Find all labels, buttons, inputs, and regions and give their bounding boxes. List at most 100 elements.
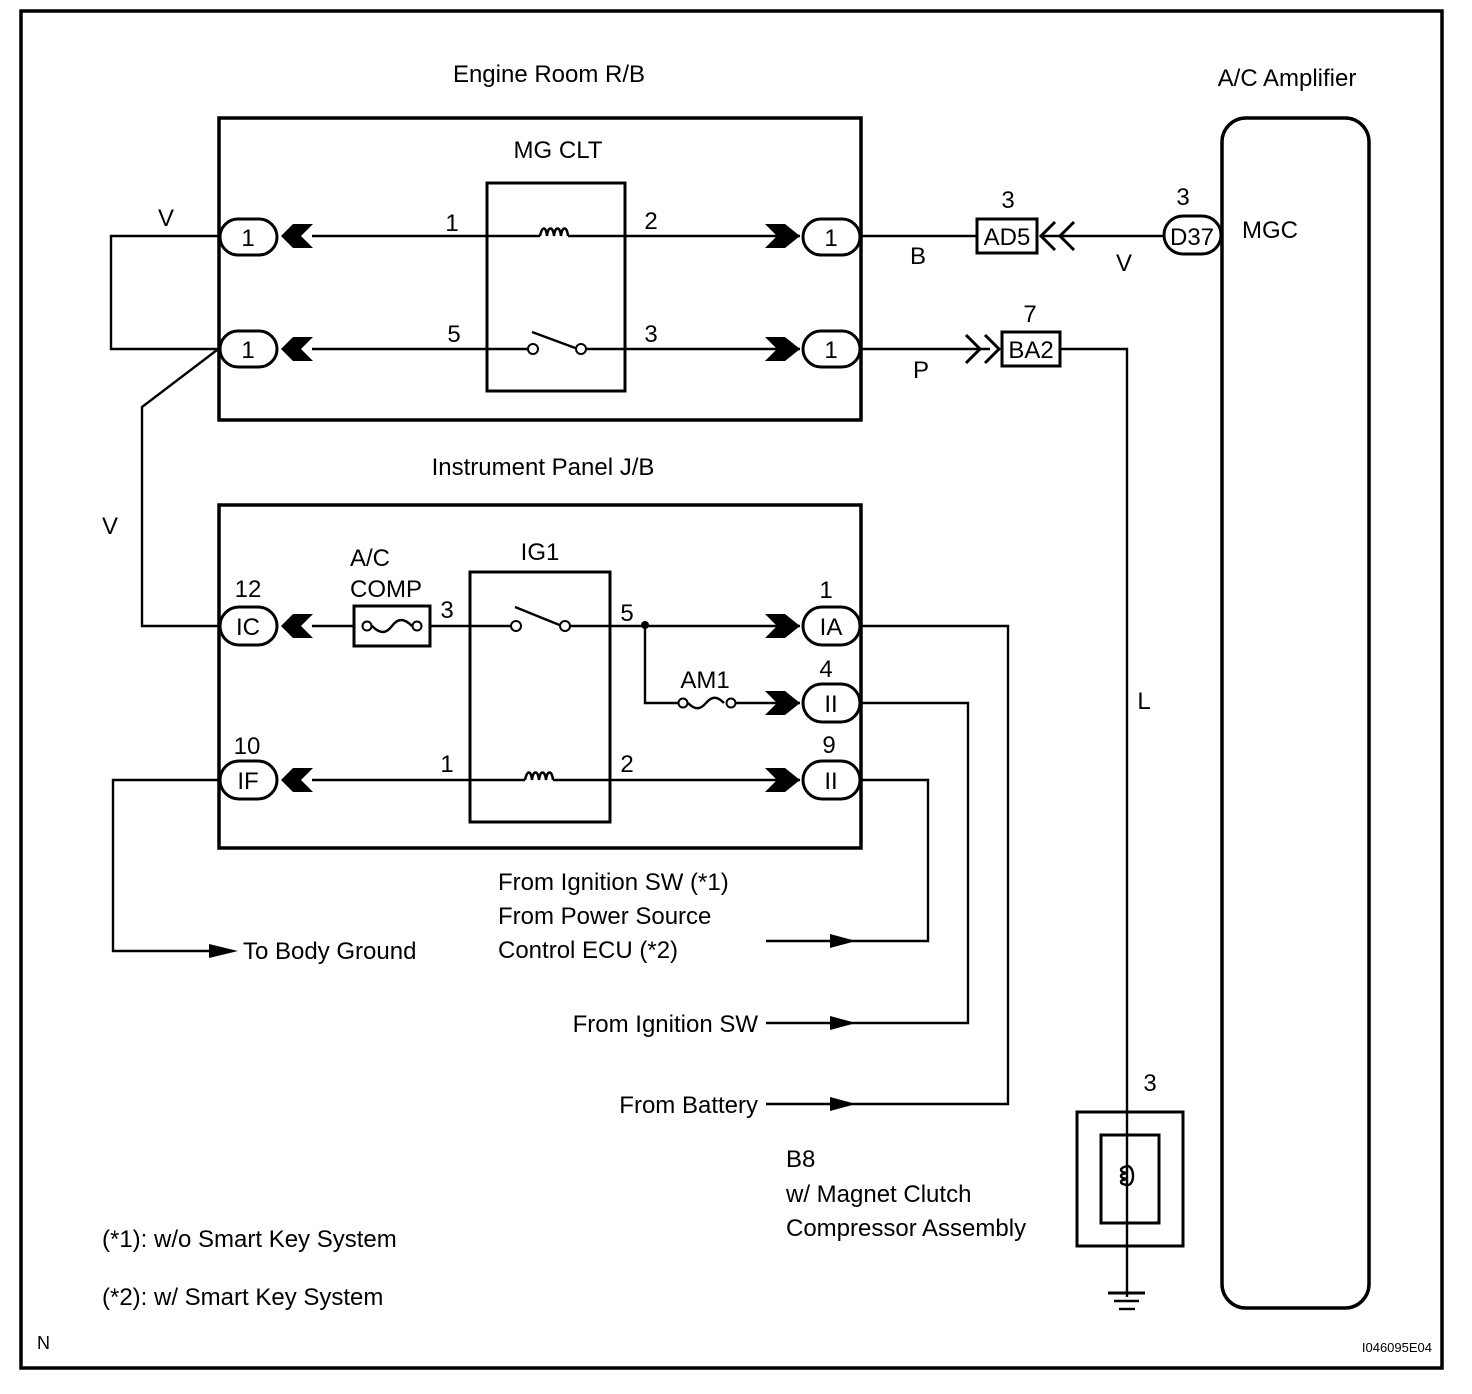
ac-amplifier-box xyxy=(1220,116,1371,1310)
figure-id: I046095E04 xyxy=(1362,1340,1432,1355)
connector-if-pin: 10 xyxy=(234,733,261,760)
source-ignition-sw: From Ignition SW xyxy=(573,1011,759,1038)
connector-if xyxy=(218,759,279,801)
connector-d37-pin: 3 xyxy=(1176,184,1189,211)
female-terminal-icon xyxy=(281,337,313,361)
connector-er-left-bottom-label: 1 xyxy=(241,337,254,364)
wire-left-loop xyxy=(109,234,219,351)
female-terminal-icon xyxy=(281,614,313,638)
mg-clt-relay-box xyxy=(485,181,627,393)
arrow-right-icon xyxy=(830,934,856,948)
source-ignition-or-psecu-2: From Power Source xyxy=(498,903,711,930)
mg-clt-coil-icon xyxy=(538,227,570,237)
b8-description-1: w/ Magnet Clutch xyxy=(785,1181,971,1208)
wire-left-vertical xyxy=(140,349,219,628)
mg-clt-switch-blade xyxy=(531,330,579,351)
connector-ad5-label: AD5 xyxy=(984,224,1031,251)
wire-ba2-to-b8 xyxy=(1060,347,1129,1297)
connector-ic-label: IC xyxy=(236,614,260,641)
b8-pin: 3 xyxy=(1143,1070,1156,1097)
connector-er-right-bottom xyxy=(801,329,862,369)
ig1-pin-2: 2 xyxy=(620,751,633,778)
engine-room-rb-title: Engine Room R/B xyxy=(453,61,645,88)
ig1-switch-contact-right xyxy=(559,620,571,632)
inline-connector-arrow-icon xyxy=(983,333,1002,365)
splice-point xyxy=(641,621,649,629)
connector-ba2-pin: 7 xyxy=(1023,301,1036,328)
instrument-panel-jb-box xyxy=(217,503,863,850)
wire-from-ignition-sw xyxy=(832,701,970,1025)
female-terminal-icon xyxy=(281,224,313,248)
b8-code: B8 xyxy=(786,1146,815,1173)
instrument-panel-jb-title: Instrument Panel J/B xyxy=(432,454,655,481)
ig1-relay-label: IG1 xyxy=(521,539,560,566)
wire-color-to-ba2: P xyxy=(913,357,929,384)
wire-color-left-vertical: V xyxy=(102,513,118,540)
connector-ic xyxy=(218,605,279,647)
connector-ia xyxy=(801,605,862,647)
ac-amplifier-title: A/C Amplifier xyxy=(1218,65,1357,92)
male-terminal-icon xyxy=(765,768,800,792)
arrow-right-icon xyxy=(830,1097,856,1111)
ig1-switch-blade xyxy=(514,605,563,628)
fuse-ac-comp-label-1: A/C xyxy=(350,545,390,572)
b8-inner-box xyxy=(1099,1133,1161,1225)
note-1: (*1): w/o Smart Key System xyxy=(102,1226,397,1253)
fuse-am1-contact xyxy=(725,697,737,709)
fuse-am1-contact xyxy=(677,697,689,709)
wire-from-ignition-or-psecu xyxy=(832,778,930,943)
male-terminal-icon xyxy=(765,614,800,638)
mg-clt-pin-1: 1 xyxy=(445,210,458,237)
ig1-coil-icon xyxy=(523,771,555,781)
connector-ii-4-label: II xyxy=(824,691,837,718)
connector-ad5 xyxy=(975,217,1039,255)
connector-er-right-bottom-label: 1 xyxy=(824,337,837,364)
fuse-icon xyxy=(371,618,413,634)
connector-er-left-top-label: 1 xyxy=(241,225,254,252)
ac-amplifier-terminal-mgc: MGC xyxy=(1242,217,1298,244)
connector-ii-9 xyxy=(801,759,862,801)
connector-ii4-pin: 4 xyxy=(819,656,832,683)
connector-er-right-top xyxy=(801,217,862,257)
wire-color-top-left: V xyxy=(158,205,174,232)
b8-description-2: Compressor Assembly xyxy=(786,1215,1026,1242)
b8-outer-box xyxy=(1075,1110,1185,1248)
connector-er-right-top-label: 1 xyxy=(824,225,837,252)
ig1-pin-1: 1 xyxy=(440,751,453,778)
connector-if-label: IF xyxy=(237,768,258,795)
male-terminal-icon xyxy=(765,691,800,715)
outer-frame xyxy=(19,9,1444,1370)
engine-room-rb-box xyxy=(217,116,863,422)
wire-color-ad5-to-d37: V xyxy=(1116,250,1132,277)
mg-clt-pin-2: 2 xyxy=(644,208,657,235)
ig1-switch-contact-left xyxy=(510,620,522,632)
inline-connector-arrow-icon xyxy=(964,333,983,365)
fuse-ac-comp-contact xyxy=(361,620,373,632)
male-terminal-icon xyxy=(765,337,800,361)
wire-to-am1 xyxy=(643,626,678,705)
fuse-ac-comp-contact xyxy=(411,620,423,632)
fuse-ac-comp-label-2: COMP xyxy=(350,576,422,603)
connector-ii-4 xyxy=(801,682,862,724)
source-ignition-or-psecu-3: Control ECU (*2) xyxy=(498,937,678,964)
note-2: (*2): w/ Smart Key System xyxy=(102,1284,383,1311)
connector-ba2-label: BA2 xyxy=(1008,337,1053,364)
wire-color-to-ad5: B xyxy=(910,243,926,270)
connector-ii-9-label: II xyxy=(824,768,837,795)
mg-clt-relay-label: MG CLT xyxy=(514,137,603,164)
fuse-icon xyxy=(687,696,725,710)
fuse-am1-label: AM1 xyxy=(680,667,729,694)
female-terminal-icon xyxy=(281,768,313,792)
mg-clt-pin-3: 3 xyxy=(644,321,657,348)
magnet-clutch-coil-icon xyxy=(1119,1164,1135,1187)
arrow-right-icon xyxy=(209,944,238,958)
wire-from-battery xyxy=(832,624,1010,1106)
body-ground-label: To Body Ground xyxy=(243,938,416,965)
ig1-relay-box xyxy=(468,570,612,824)
mg-clt-switch-contact-right xyxy=(575,343,587,355)
wire-to-body-ground xyxy=(111,778,219,953)
connector-ia-pin: 1 xyxy=(819,577,832,604)
connector-ad5-pin: 3 xyxy=(1001,187,1014,214)
arrow-right-icon xyxy=(830,1016,856,1030)
connector-d37-label: D37 xyxy=(1170,224,1214,251)
